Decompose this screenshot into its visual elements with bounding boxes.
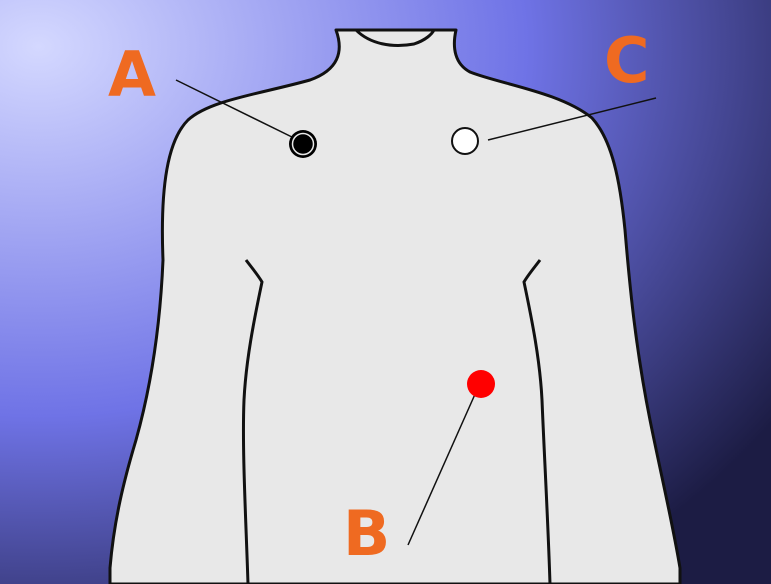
right-arm-crease: [522, 259, 552, 584]
electrode-b: [467, 370, 495, 398]
leader-line-b: [407, 391, 477, 546]
electrode-c: [451, 127, 479, 155]
torso-silhouette: [108, 28, 682, 584]
leader-line-c: [487, 97, 657, 141]
electrode-a-inner-ring: [291, 132, 315, 156]
electrode-label-b: B: [343, 497, 391, 570]
leader-line-a: [175, 79, 299, 141]
electrode-label-a: A: [108, 38, 156, 111]
neck-line: [354, 28, 436, 47]
left-arm-crease: [241, 259, 264, 584]
electrode-label-c: C: [604, 24, 650, 97]
